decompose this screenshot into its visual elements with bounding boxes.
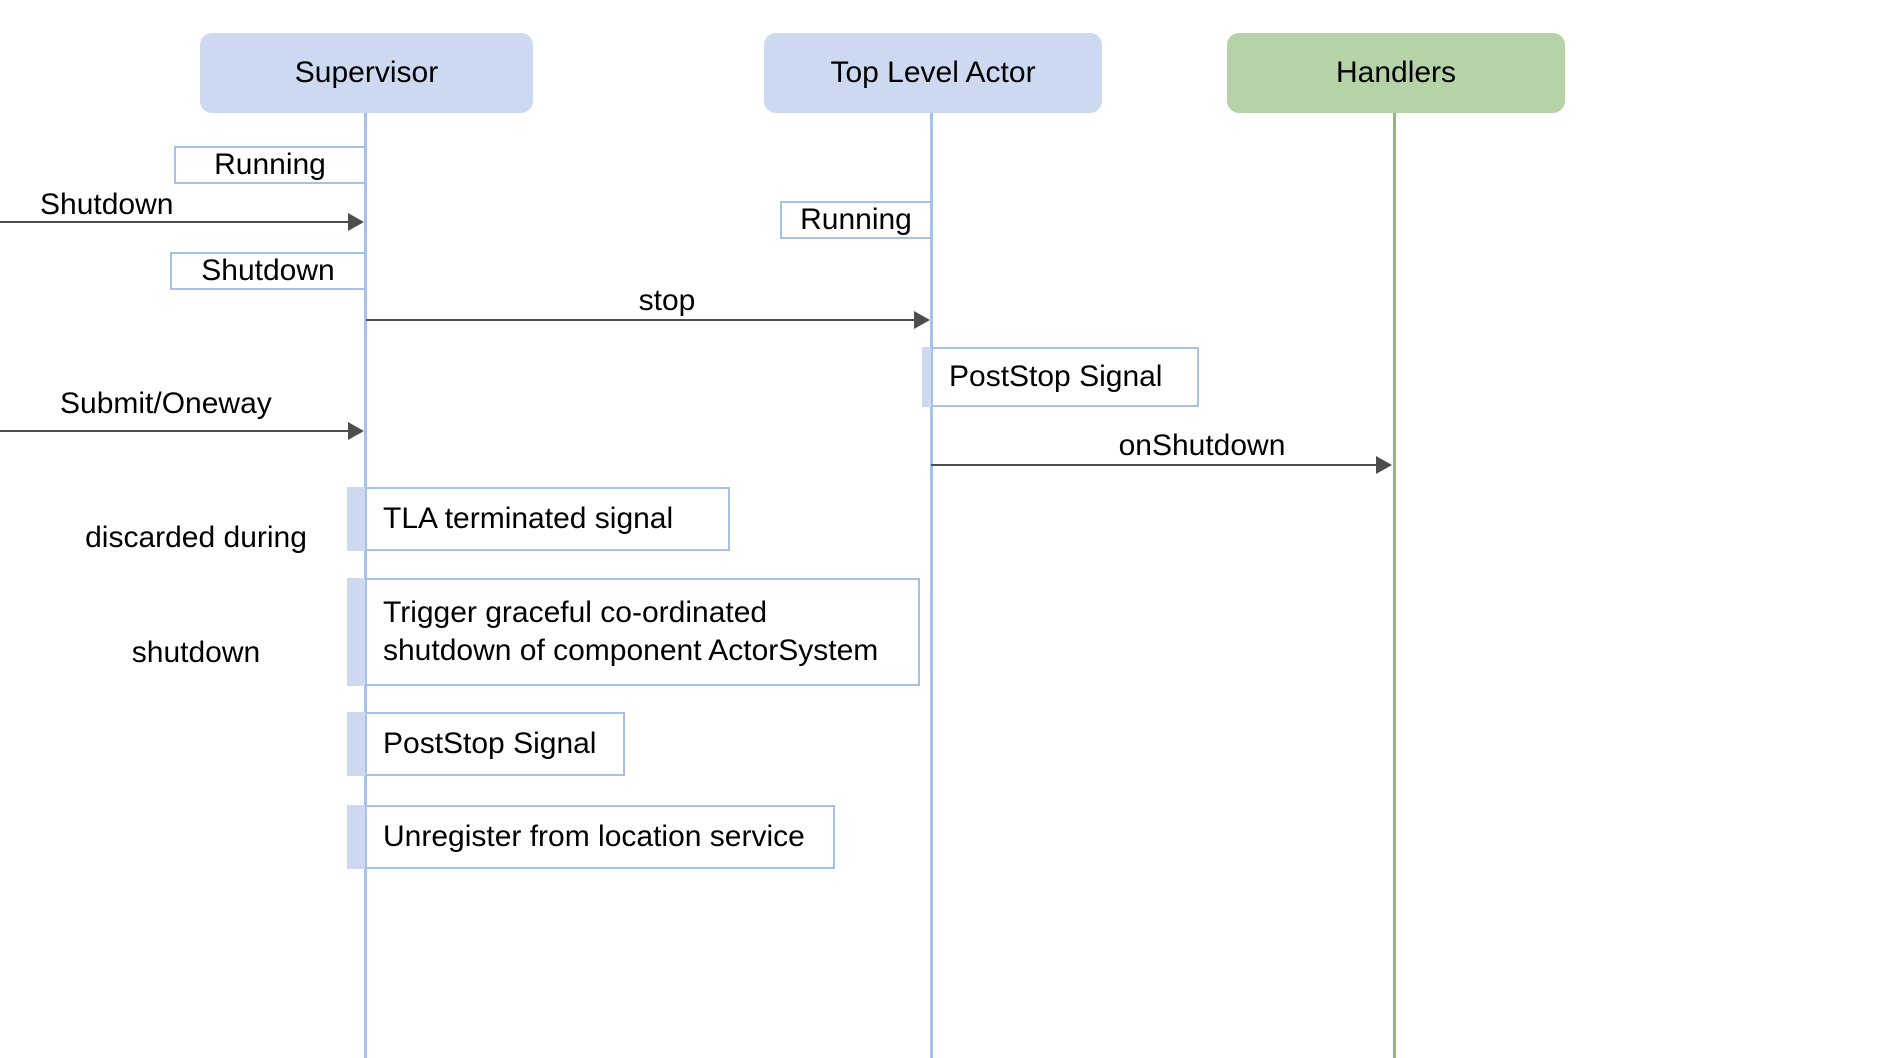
note-supervisor-tla-terminated-text: TLA terminated signal	[383, 501, 674, 535]
participant-top-level-actor[interactable]: Top Level Actor	[764, 33, 1102, 113]
activation-sup-trigger	[347, 578, 365, 686]
note-supervisor-unregister-text: Unregister from location service	[383, 819, 805, 853]
annotation-discarded-line1: discarded during	[85, 520, 307, 554]
note-tla-poststop-text: PostStop Signal	[949, 359, 1163, 393]
message-shutdown-arrowhead	[348, 213, 364, 231]
note-supervisor-trigger-shutdown: Trigger graceful co-ordinated shutdown o…	[365, 578, 920, 686]
note-supervisor-poststop: PostStop Signal	[365, 712, 625, 776]
message-onshutdown-line	[931, 464, 1380, 466]
note-tla-running: Running	[780, 201, 932, 239]
annotation-discarded-line2: shutdown	[131, 635, 261, 669]
note-supervisor-trigger-shutdown-lines: Trigger graceful co-ordinated shutdown o…	[383, 594, 878, 671]
message-shutdown-label: Shutdown	[40, 188, 174, 221]
note-supervisor-running: Running	[174, 146, 366, 184]
lifeline-top-level-actor	[930, 113, 933, 1058]
note-supervisor-shutdown: Shutdown	[170, 252, 366, 290]
participant-top-level-actor-label: Top Level Actor	[830, 56, 1036, 89]
message-stop-line	[366, 319, 918, 321]
participant-supervisor-label: Supervisor	[294, 56, 439, 89]
note-tla-poststop: PostStop Signal	[931, 347, 1199, 407]
message-shutdown-line	[0, 221, 352, 223]
note-supervisor-poststop-text: PostStop Signal	[383, 726, 597, 760]
note-supervisor-unregister: Unregister from location service	[365, 805, 835, 869]
message-stop-arrowhead	[914, 311, 930, 329]
message-onshutdown-arrowhead	[1376, 456, 1392, 474]
activation-sup-poststop	[347, 712, 365, 776]
participant-handlers[interactable]: Handlers	[1227, 33, 1565, 113]
lifeline-handlers	[1393, 113, 1396, 1058]
participant-supervisor[interactable]: Supervisor	[200, 33, 533, 113]
message-submit-oneway-label: Submit/Oneway	[60, 387, 272, 420]
participant-handlers-label: Handlers	[1335, 56, 1457, 89]
message-onshutdown-label: onShutdown	[1118, 429, 1286, 462]
message-stop-label: stop	[638, 284, 696, 317]
note-tla-running-text: Running	[800, 202, 912, 236]
note-supervisor-running-text: Running	[214, 147, 326, 181]
message-submit-oneway-line	[0, 430, 352, 432]
note-supervisor-trigger-shutdown-line2: shutdown of component ActorSystem	[383, 634, 879, 667]
note-supervisor-trigger-shutdown-line1: Trigger graceful co-ordinated	[383, 595, 768, 629]
note-supervisor-shutdown-text: Shutdown	[201, 253, 335, 287]
annotation-discarded-during-shutdown: discarded during shutdown	[36, 442, 356, 749]
activation-sup-tla-terminated	[347, 487, 365, 551]
note-supervisor-tla-terminated: TLA terminated signal	[365, 487, 730, 551]
message-submit-oneway-arrowhead	[348, 422, 364, 440]
activation-sup-unregister	[347, 805, 365, 869]
